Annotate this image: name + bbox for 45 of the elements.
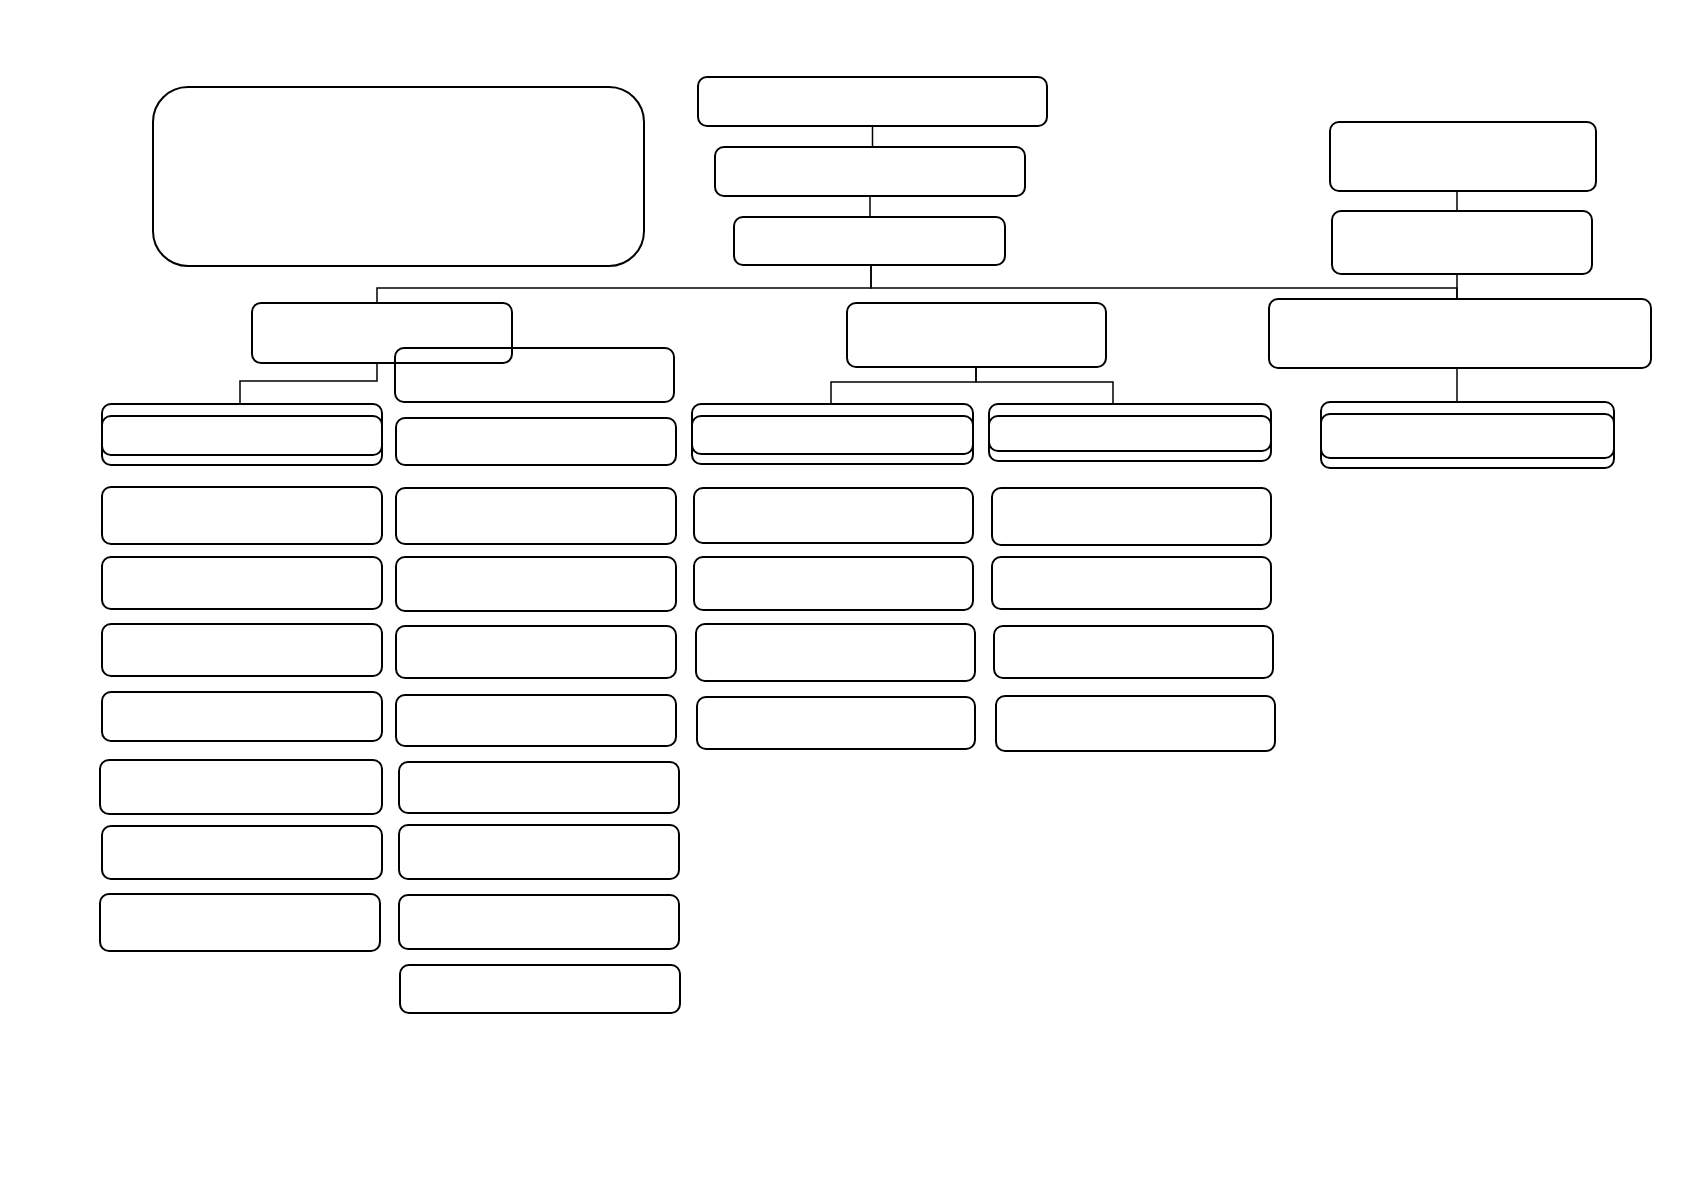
org-chart-box [251,302,513,364]
org-chart-box [99,893,381,952]
connector-line [1456,274,1458,299]
org-chart-box [988,403,1272,462]
org-chart-box [691,403,974,465]
org-chart-box [398,894,680,950]
org-chart-box [152,86,645,267]
org-chart-box [101,825,383,880]
connector-line [1456,191,1458,211]
connector-line [1456,368,1458,402]
org-chart-box [394,347,675,403]
org-chart-box [733,216,1006,266]
org-chart-box [693,556,974,611]
org-chart-box [1268,298,1652,369]
org-chart-box [1320,401,1615,469]
org-chart-box [696,696,976,750]
org-chart-box [101,556,383,610]
org-chart-box [395,694,677,747]
org-chart-box [101,691,383,742]
org-chart-box [101,486,383,545]
org-chart-box [99,759,383,815]
org-chart-box [399,964,681,1014]
org-chart-box [101,403,383,466]
org-chart-box [714,146,1026,197]
org-chart-box [695,623,976,682]
org-chart-box [993,625,1274,679]
connector-line [239,363,378,404]
org-chart-box [395,625,677,679]
org-chart-box [395,556,677,612]
org-chart-box [991,556,1272,610]
connector-line [975,367,1114,404]
org-chart-box [101,623,383,677]
org-chart-box [395,417,677,466]
connector-line [869,196,871,217]
org-chart-box [697,76,1048,127]
org-chart-box [846,302,1107,368]
org-chart-box [1331,210,1593,275]
org-chart-box [991,487,1272,546]
org-chart-box [995,695,1276,752]
connector-line [871,126,874,147]
org-chart-box [1329,121,1597,192]
org-chart-box [395,487,677,545]
org-chart-box [398,824,680,880]
org-chart-box [398,761,680,814]
org-chart-box [693,487,974,544]
